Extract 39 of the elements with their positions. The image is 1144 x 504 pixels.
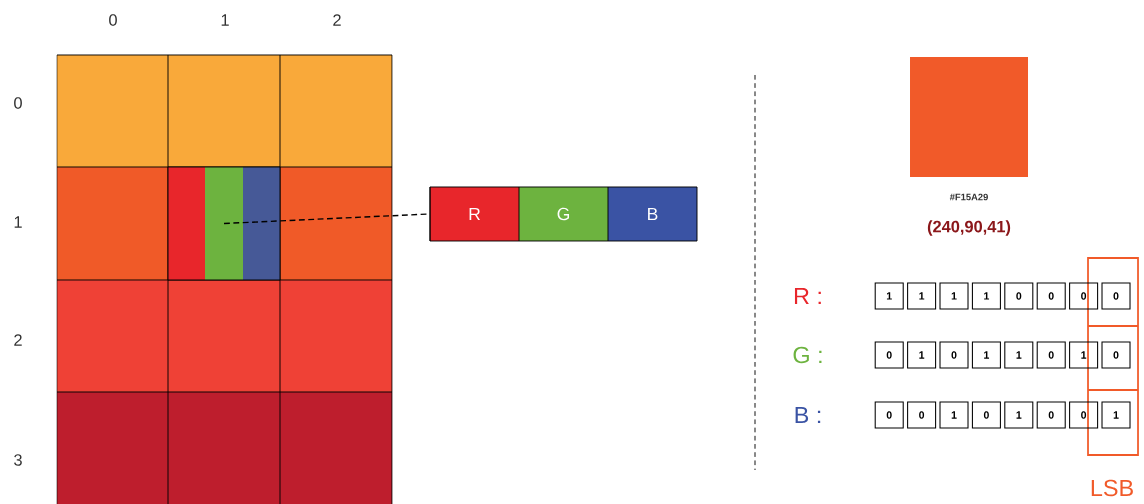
axis-index: 1 bbox=[14, 216, 22, 228]
bit-cell: 1 bbox=[939, 282, 969, 310]
bit-cell: 1 bbox=[874, 282, 904, 310]
bit-cell: 1 bbox=[1101, 401, 1131, 429]
bit-cell: 0 bbox=[907, 401, 937, 429]
axis-index: 2 bbox=[333, 14, 341, 26]
lsb-label: LSB bbox=[1091, 479, 1133, 497]
axis-index: 1 bbox=[221, 14, 229, 26]
bit-cell: 0 bbox=[1036, 282, 1066, 310]
channel-label: G : bbox=[793, 346, 822, 364]
bit-cell: 1 bbox=[1069, 341, 1099, 369]
bit-cell: 1 bbox=[1004, 341, 1034, 369]
bit-cell: 1 bbox=[939, 401, 969, 429]
bit-cell: 0 bbox=[1004, 282, 1034, 310]
axis-index: 3 bbox=[14, 454, 22, 466]
bit-cell: 0 bbox=[971, 401, 1001, 429]
hex-code: #F15A29 bbox=[949, 193, 988, 201]
bit-cell: 1 bbox=[1004, 401, 1034, 429]
bit-cell: 0 bbox=[1036, 401, 1066, 429]
channel-label: B : bbox=[795, 406, 821, 424]
bit-cell: 0 bbox=[874, 341, 904, 369]
bit-cell: 0 bbox=[939, 341, 969, 369]
bit-cell: 0 bbox=[1036, 341, 1066, 369]
bit-cell: 0 bbox=[1101, 282, 1131, 310]
rgb-bar: R G B bbox=[429, 186, 698, 242]
bit-cell: 1 bbox=[907, 282, 937, 310]
rgb-value: (240,90,41) bbox=[927, 220, 1011, 236]
channel-label: R : bbox=[794, 287, 821, 305]
axis-index: 0 bbox=[14, 97, 22, 109]
bit-cell: 0 bbox=[874, 401, 904, 429]
bit-cell: 1 bbox=[907, 341, 937, 369]
bit-cell: 1 bbox=[971, 341, 1001, 369]
bit-cell: 1 bbox=[971, 282, 1001, 310]
bit-cell: 0 bbox=[1069, 282, 1099, 310]
pixel-cell bbox=[167, 166, 281, 281]
bit-cell: 0 bbox=[1101, 341, 1131, 369]
bit-cell: 0 bbox=[1069, 401, 1099, 429]
axis-index: 2 bbox=[14, 334, 22, 346]
axis-index: 0 bbox=[109, 14, 117, 26]
